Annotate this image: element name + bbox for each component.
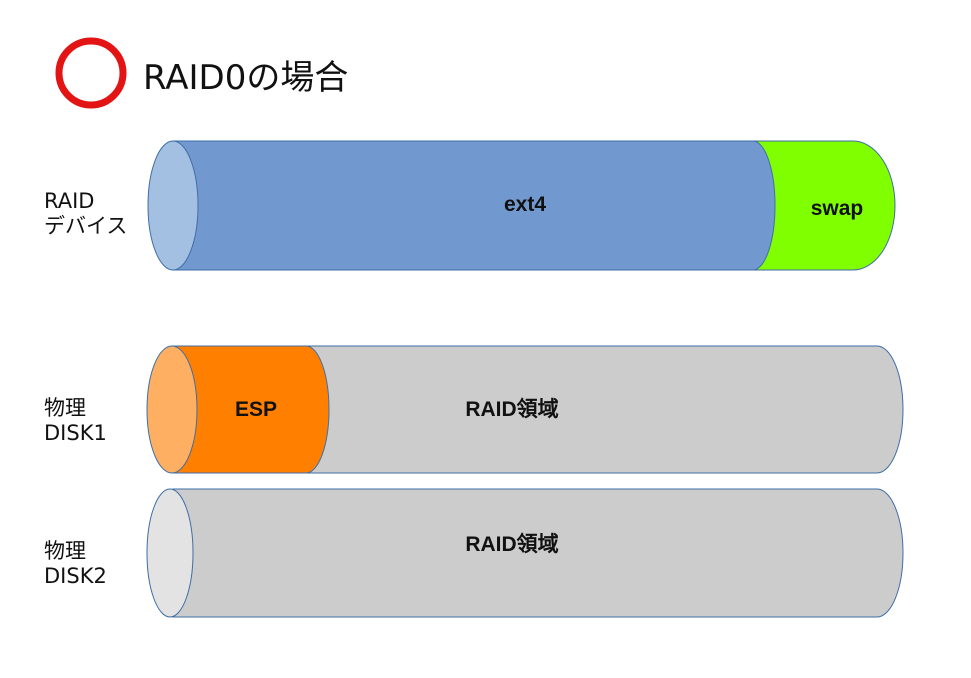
row-label-line1: 物理 [44, 539, 86, 563]
row-label-line1: RAID [44, 189, 95, 213]
row-label-line2: DISK2 [44, 564, 107, 588]
disk1-cylinder: ESP RAID領域 [146, 345, 904, 474]
swap-segment [752, 140, 896, 271]
disk1-raid-area-segment [172, 345, 904, 474]
ext4-label: ext4 [504, 193, 546, 216]
circle-ok-icon [55, 37, 127, 109]
disk2-cap [146, 488, 194, 618]
esp-label: ESP [235, 398, 277, 421]
swap-label: swap [811, 197, 864, 220]
row-label-line2: DISK1 [44, 421, 107, 445]
disk1-raid-area-label: RAID領域 [465, 397, 558, 421]
row-label-line1: 物理 [44, 396, 86, 420]
esp-segment [172, 345, 330, 474]
page-title: RAID0の場合 [143, 58, 349, 98]
row-label-line2: デバイス [44, 214, 128, 238]
raid-device-label: RAID デバイス [44, 189, 127, 239]
disk2-cylinder: RAID領域 [146, 488, 904, 618]
raid-device-cap [147, 140, 199, 271]
disk1-cap [146, 345, 198, 474]
disk1-label: 物理 DISK1 [44, 396, 107, 446]
disk2-raid-area-label: RAID領域 [465, 532, 558, 556]
disk2-raid-area-segment [172, 488, 904, 618]
ext4-segment [172, 140, 776, 271]
raid-device-cylinder: ext4 swap [147, 140, 896, 271]
disk2-label: 物理 DISK2 [44, 539, 107, 589]
